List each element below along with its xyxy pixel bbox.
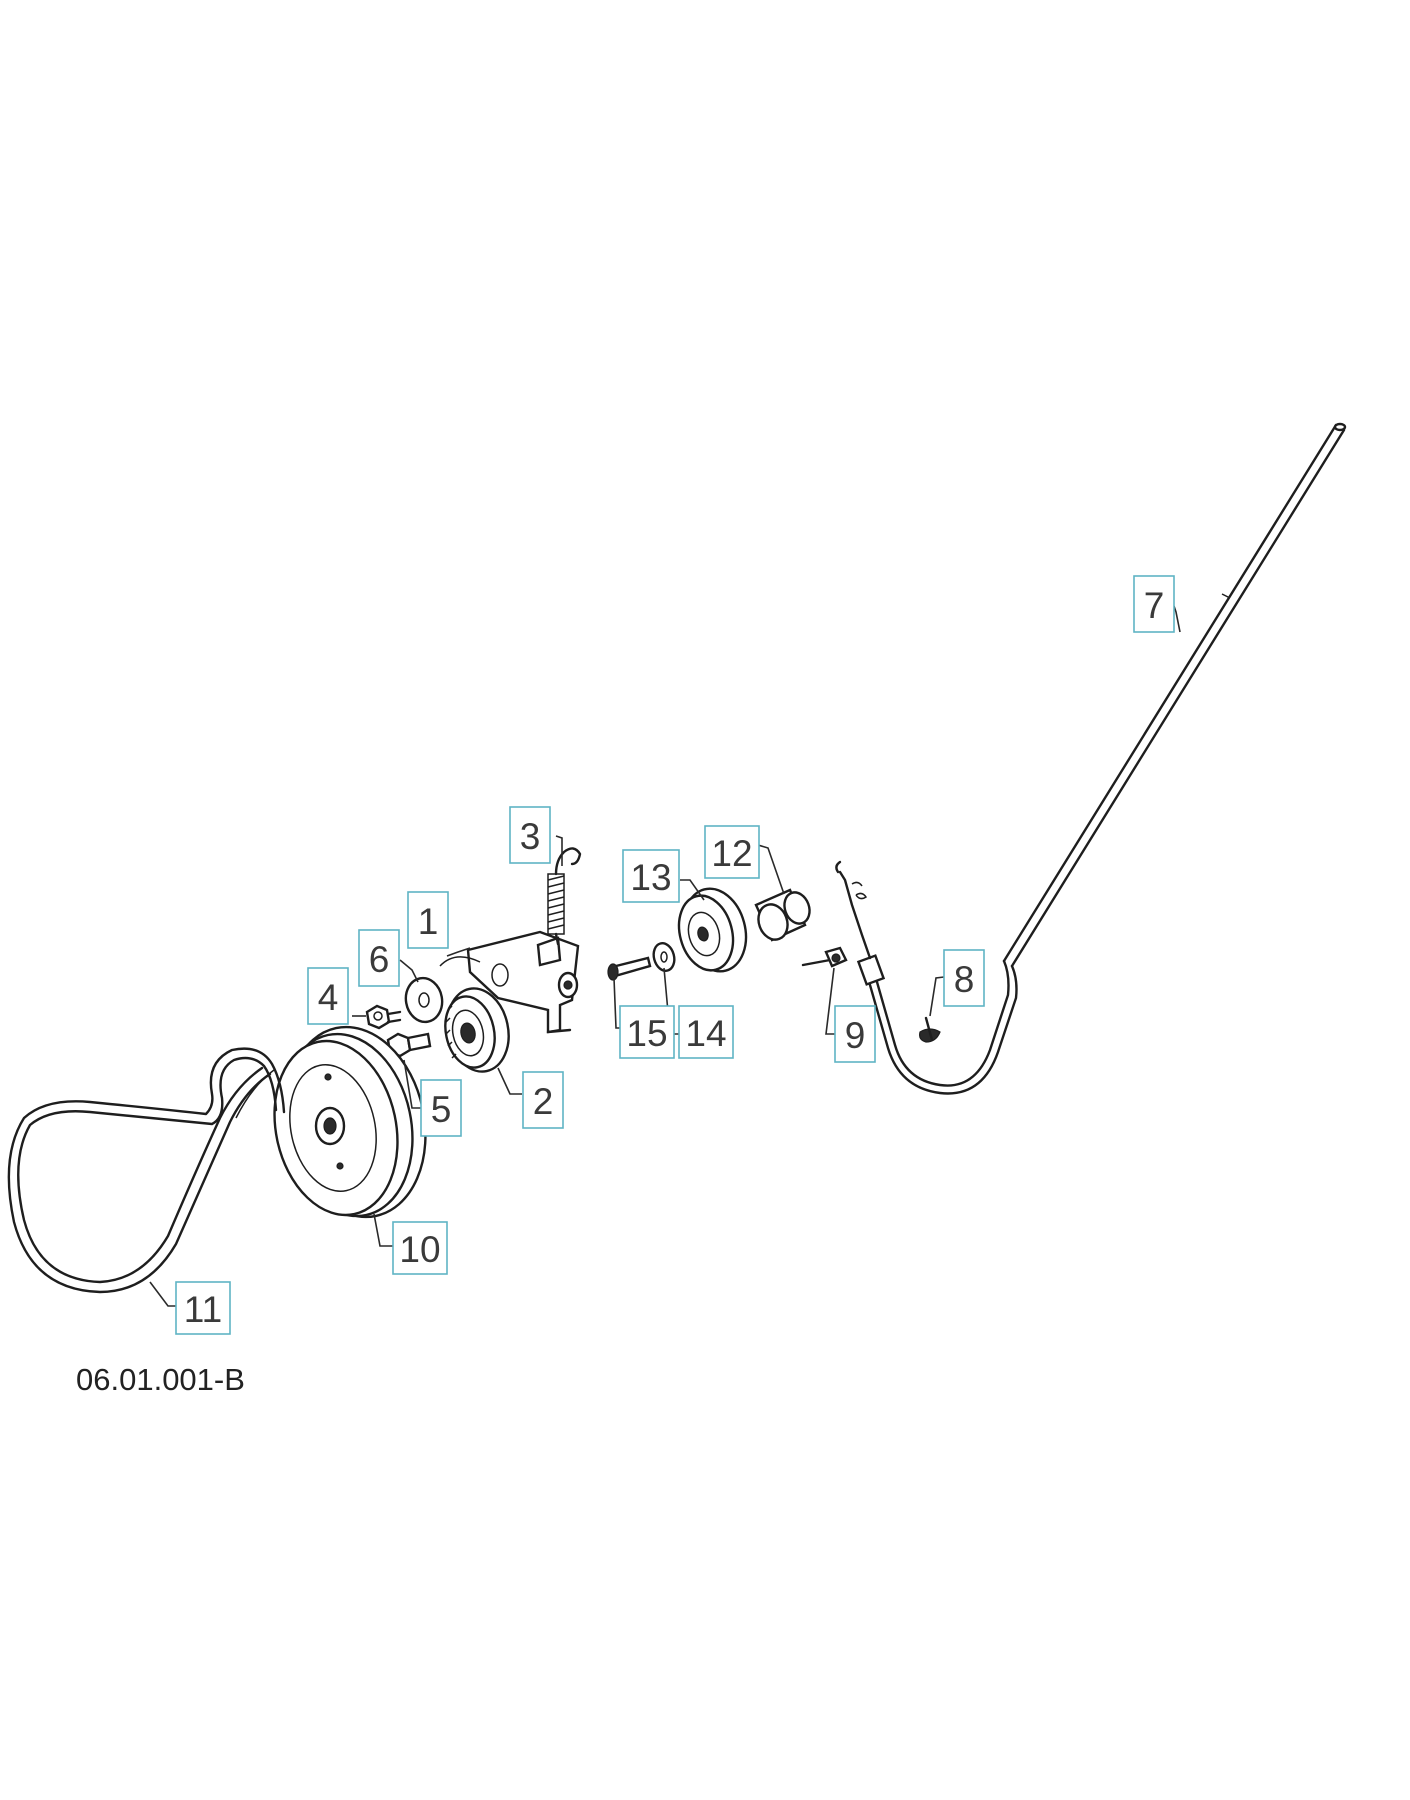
callout-8[interactable]: 8 [943,949,985,1007]
callout-12-label: 12 [711,833,752,874]
reference-code: 06.01.001-B [76,1362,245,1397]
part-6-washer [404,976,444,1024]
callout-7[interactable]: 7 [1133,575,1175,633]
part-11-v-belt [7,1047,286,1294]
part-1-idler-arm [439,930,580,1034]
callout-14[interactable]: 14 [678,1005,734,1059]
part-2-small-pulley [444,987,510,1073]
part-7-rod [1002,422,1347,968]
callout-4[interactable]: 4 [307,967,349,1025]
callout-14-label: 14 [685,1013,726,1054]
part-3-spring [547,847,582,946]
callout-9[interactable]: 9 [834,1005,876,1063]
part-14-washer [652,942,676,972]
callout-2[interactable]: 2 [522,1071,564,1129]
callout-10-label: 10 [399,1229,440,1270]
part-8-cable [835,860,1018,1095]
callout-1-label: 1 [418,901,439,942]
callout-15-label: 15 [626,1013,667,1054]
callout-7-label: 7 [1144,585,1165,626]
part-5-bolt [386,1032,432,1058]
callout-9-label: 9 [845,1015,866,1056]
callout-12[interactable]: 12 [704,825,760,879]
callout-11[interactable]: 11 [175,1281,231,1335]
callout-1[interactable]: 1 [407,891,449,949]
part-15-bolt [607,956,652,981]
callout-2-label: 2 [533,1081,554,1122]
callout-5[interactable]: 5 [420,1079,462,1137]
callout-13-label: 13 [630,857,671,898]
part-12-sleeve [754,888,811,942]
part-13-idler-pulley [677,887,748,973]
callout-8-label: 8 [954,959,975,1000]
part-4-nut [365,1004,402,1030]
callout-11-label: 11 [184,1289,222,1330]
part-10-large-pulley [273,1025,427,1219]
callout-13[interactable]: 13 [622,849,680,903]
part-9-pivot-bolt [801,946,848,968]
callout-15[interactable]: 15 [619,1005,675,1059]
callout-6-label: 6 [369,939,390,980]
callout-3[interactable]: 3 [509,806,551,864]
callout-6[interactable]: 6 [358,929,400,987]
callout-5-label: 5 [431,1089,452,1130]
callout-4-label: 4 [318,977,339,1018]
callout-10[interactable]: 10 [392,1221,448,1275]
callout-3-label: 3 [520,816,541,857]
